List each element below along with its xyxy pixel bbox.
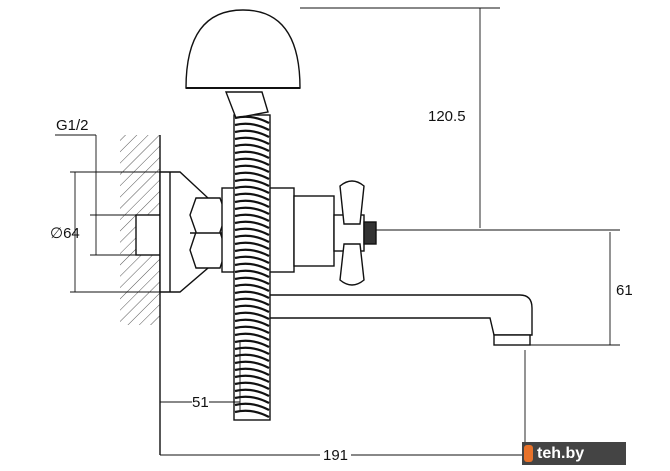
hose-coil (234, 290, 270, 299)
hose-coil (234, 241, 270, 250)
hose-coil (234, 255, 270, 264)
hose-coil (234, 346, 270, 355)
hose-coil (234, 220, 270, 229)
hose-coil (234, 206, 270, 215)
spout-height-label: 61 (616, 282, 633, 299)
hose-coil (234, 297, 270, 306)
hose-coil (234, 283, 270, 292)
hose-coil (234, 171, 270, 180)
hose-coil (234, 269, 270, 278)
hose-coil (234, 381, 270, 390)
hose-coil (234, 199, 270, 208)
hose-coil (234, 318, 270, 327)
head-height-label: 120.5 (428, 108, 466, 125)
hose-coil (234, 164, 270, 173)
hose-coil (234, 395, 270, 404)
hose-coil (234, 192, 270, 201)
hose-coil (234, 150, 270, 159)
hose-coil (234, 262, 270, 271)
hose-coil (234, 115, 270, 124)
hose-coil (234, 227, 270, 236)
hose-coil (234, 129, 270, 138)
head-holder (224, 91, 269, 119)
aerator (493, 334, 531, 346)
spout-length-label: 191 (320, 447, 352, 464)
logo-text: teh.by (537, 444, 585, 462)
thread-label: G1/2 (56, 117, 89, 134)
hose-coil (234, 157, 270, 166)
handle-cap (363, 221, 377, 245)
watermark-logo: teh.by (522, 442, 626, 465)
hose-coil (234, 213, 270, 222)
hose-coils (234, 115, 270, 418)
spout (239, 294, 533, 336)
hose-coil (234, 136, 270, 145)
hose-coil (234, 311, 270, 320)
hose-coil (234, 185, 270, 194)
hose-coil (234, 248, 270, 257)
hose-coil (234, 122, 270, 131)
hose-coil (234, 388, 270, 397)
hose-coil (234, 339, 270, 348)
hose-coil (234, 367, 270, 376)
hose-coil (234, 276, 270, 285)
pipe-stub (135, 214, 161, 256)
hose-coil (234, 332, 270, 341)
hose-coil (234, 374, 270, 383)
hose-coil (234, 234, 270, 243)
valve-handle (339, 180, 365, 286)
hose-coil (234, 360, 270, 369)
valve-housing (293, 195, 335, 267)
hose-coil (234, 409, 270, 418)
logo-icon (524, 445, 533, 462)
hose-coil (234, 143, 270, 152)
hose-coil (234, 402, 270, 411)
hose-offset-label: 51 (192, 394, 209, 411)
shower-head (185, 9, 301, 89)
hose-coil (234, 325, 270, 334)
hose-coil (234, 178, 270, 187)
hose-coil (234, 353, 270, 362)
flange-diameter-label: ∅64 (50, 225, 80, 242)
hose-coil (234, 304, 270, 313)
